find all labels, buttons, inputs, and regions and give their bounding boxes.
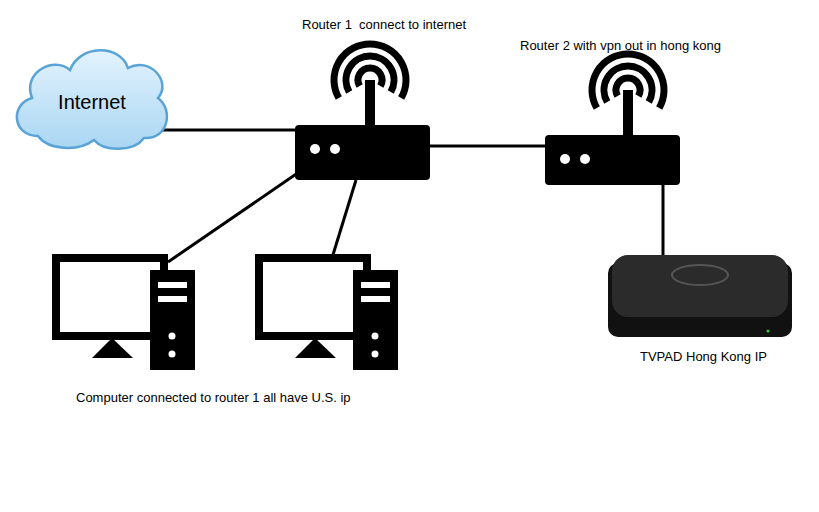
text-holder: TVPAD Hong Kong IP [640, 349, 767, 365]
network-wire [168, 170, 356, 262]
router-node: Router 2 with vpn out in hong kong [545, 135, 680, 185]
network-cable [430, 145, 545, 148]
node-text: Router 1 connect to internet [302, 17, 466, 33]
device-node: TVPAD Hong Kong IP [608, 255, 792, 337]
node-text: Internet [58, 90, 126, 114]
text-holder: Router 2 with vpn out in hong kong [520, 38, 721, 54]
cloud-node: Internet [8, 38, 176, 154]
network-cable [150, 129, 295, 132]
network-cable [662, 185, 665, 255]
node-text: TVPAD Hong Kong IP [640, 349, 767, 365]
text-holder: Router 1 connect to internet [302, 17, 466, 33]
node-shape [545, 135, 680, 185]
router-node: Router 1 connect to internet [295, 125, 430, 180]
computer-icon [259, 258, 398, 370]
node-shape [608, 255, 792, 337]
caption-label: Computer connected to router 1 all have … [76, 390, 351, 405]
computer-icon [56, 258, 195, 370]
node-text: Router 2 with vpn out in hong kong [520, 38, 721, 54]
text-holder: Internet [58, 90, 126, 114]
node-shape [295, 125, 430, 180]
